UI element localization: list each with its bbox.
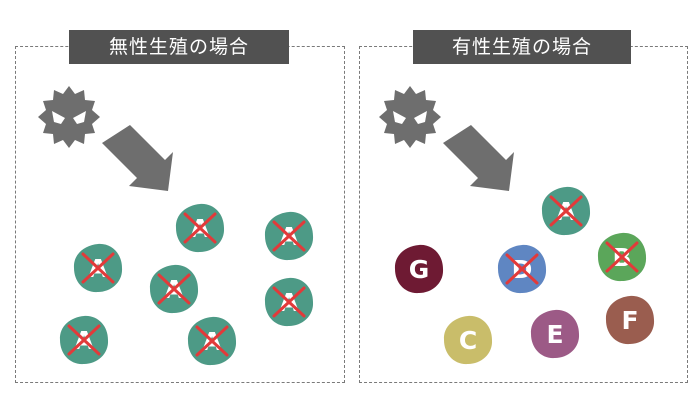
organism-a: A (59, 315, 109, 365)
killed-x-icon (505, 253, 539, 285)
killed-x-icon (272, 220, 306, 252)
killed-x-icon (67, 324, 101, 356)
asexual-title: 無性生殖の場合 (69, 30, 289, 64)
diagonal-arrow-icon (102, 125, 173, 191)
organism-label: C (459, 326, 477, 355)
organism-f: F (605, 295, 655, 345)
organism-g: G (394, 244, 444, 294)
organism-d: D (497, 244, 547, 294)
killed-x-icon (183, 212, 217, 244)
killed-x-icon (157, 273, 191, 305)
diagonal-arrow-icon (443, 125, 514, 191)
sexual-title: 有性生殖の場合 (413, 30, 631, 64)
killed-x-icon (605, 241, 639, 273)
organism-a: A (149, 264, 199, 314)
organism-a: A (73, 243, 123, 293)
organism-c: C (443, 315, 493, 365)
killed-x-icon (272, 286, 306, 318)
killed-x-icon (549, 195, 583, 227)
organism-label: E (546, 320, 563, 349)
organism-e: E (530, 309, 580, 359)
organism-label: G (409, 255, 430, 284)
organism-a: A (187, 316, 237, 366)
organism-a: A (541, 186, 591, 236)
organism-b: B (597, 232, 647, 282)
organism-a: A (264, 211, 314, 261)
virus-icon (379, 86, 441, 148)
organism-a: A (175, 203, 225, 253)
killed-x-icon (195, 325, 229, 357)
virus-icon (38, 86, 100, 148)
killed-x-icon (81, 252, 115, 284)
organism-label: F (621, 306, 638, 335)
organism-a: A (264, 277, 314, 327)
